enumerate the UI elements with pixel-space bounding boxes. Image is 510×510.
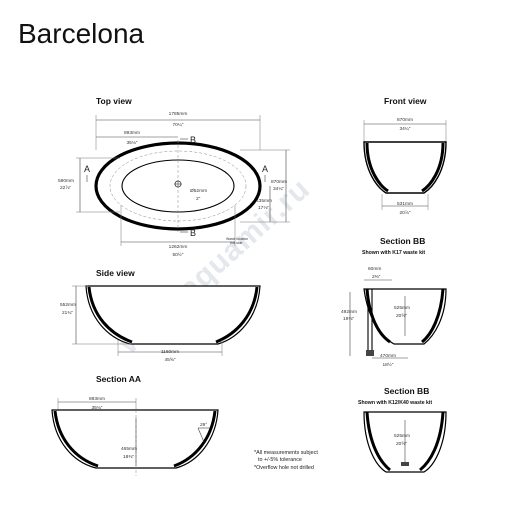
section-bb-k12-subheading: Shown with K12/K40 waste kit bbox=[358, 400, 432, 406]
section-aa: Section AA 893mm 35⅛" 465mm 18⅜" 29° bbox=[51, 374, 219, 476]
section-bb-k12: Section BB Shown with K12/K40 waste kit … bbox=[358, 386, 447, 473]
side-view-heading: Side view bbox=[96, 268, 135, 278]
note-2: to +/-5% tolerance bbox=[258, 457, 302, 463]
section-aa-depth-mm: 465mm bbox=[121, 446, 137, 452]
waste-dia-in: 2" bbox=[196, 196, 201, 202]
section-bb-k17-heading: Section BB bbox=[380, 236, 425, 246]
waste-note: Waste location bbox=[226, 237, 248, 241]
section-aa-width-in: 35⅛" bbox=[91, 405, 102, 411]
top-half-mm: 893mm bbox=[124, 130, 140, 136]
top-length-in: 70¼" bbox=[172, 122, 183, 128]
section-aa-outline bbox=[51, 409, 219, 469]
front-base-in: 20⅞" bbox=[399, 210, 410, 216]
section-bb-k17-top-mm: 60mm bbox=[368, 266, 381, 272]
section-bb-k17-base-mm: 470mm bbox=[380, 353, 396, 359]
product-title: Barcelona bbox=[18, 18, 145, 49]
note-3: *Overflow hole not drilled bbox=[254, 465, 314, 471]
notes: *All measurements subject to +/-5% toler… bbox=[254, 450, 318, 471]
top-length-mm: 1785mm bbox=[169, 111, 188, 117]
section-bb-k17-left-mm: 492mm bbox=[341, 309, 357, 315]
front-view: Front view 870mm 34¼" 531mm 20⅞" bbox=[363, 96, 447, 216]
section-bb-k12-depth-mm: 525mm bbox=[394, 433, 410, 439]
top-width-left-mm: 580mm bbox=[58, 178, 74, 184]
top-bottom-in: 50½" bbox=[172, 251, 183, 258]
front-view-outline bbox=[363, 141, 447, 194]
side-base-in: 45⅝" bbox=[164, 357, 175, 363]
side-height-in: 21¾" bbox=[62, 310, 73, 316]
top-width-left-in: 22⅞" bbox=[60, 185, 71, 191]
section-aa-width-mm: 893mm bbox=[89, 396, 105, 402]
section-aa-angle: 29° bbox=[200, 422, 207, 428]
front-base-mm: 531mm bbox=[397, 201, 413, 207]
section-a-right-label: A bbox=[262, 164, 268, 174]
section-bb-k17-left-in: 19⅜" bbox=[343, 316, 354, 322]
section-bb-k17-subheading: Shown with K17 waste kit bbox=[362, 250, 425, 256]
top-width-right-in: 34¼" bbox=[273, 186, 284, 192]
front-top-mm: 870mm bbox=[397, 117, 413, 123]
top-bottom-mm: 1262mm bbox=[169, 244, 188, 250]
section-b-top-label: B bbox=[190, 135, 196, 145]
section-a-left-label: A bbox=[84, 164, 90, 174]
side-base-mm: 1160mm bbox=[161, 349, 179, 355]
section-bb-k12-depth-in: 20⅝" bbox=[396, 441, 407, 447]
inner-mm: 435mm bbox=[256, 198, 272, 204]
front-top-in: 34¼" bbox=[399, 126, 410, 132]
top-view-heading: Top view bbox=[96, 96, 132, 106]
top-width-right-mm: 870mm bbox=[271, 179, 287, 185]
section-b-bottom-label: B bbox=[190, 228, 196, 238]
inner-in: 17⅛" bbox=[258, 205, 269, 211]
section-aa-depth-in: 18⅜" bbox=[123, 454, 134, 460]
side-view-outline bbox=[85, 285, 261, 345]
front-view-heading: Front view bbox=[384, 96, 427, 106]
top-view: Top view 1785mm 70¼" 893mm 35⅛" B B A A … bbox=[58, 96, 290, 258]
top-half-in: 35⅛" bbox=[126, 140, 137, 146]
waste-note-2: this side bbox=[230, 241, 243, 245]
waste-dia-mm: Ø52mm bbox=[190, 188, 207, 194]
section-aa-heading: Section AA bbox=[96, 374, 141, 384]
section-bb-k17-depth-mm: 525mm bbox=[394, 305, 410, 311]
side-height-mm: 552mm bbox=[60, 302, 76, 308]
section-bb-k17-depth-in: 20⅝" bbox=[396, 313, 407, 319]
side-view: Side view 552mm 21¾" 1160mm 45⅝" bbox=[60, 268, 261, 363]
section-bb-k12-heading: Section BB bbox=[384, 386, 429, 396]
section-bb-k17-base-in: 18½" bbox=[382, 361, 393, 368]
section-bb-k17-top-in: 2⅜" bbox=[372, 274, 381, 280]
note-1: *All measurements subject bbox=[254, 450, 318, 456]
section-bb-k17: Section BB Shown with K17 waste kit 60mm… bbox=[341, 236, 447, 368]
